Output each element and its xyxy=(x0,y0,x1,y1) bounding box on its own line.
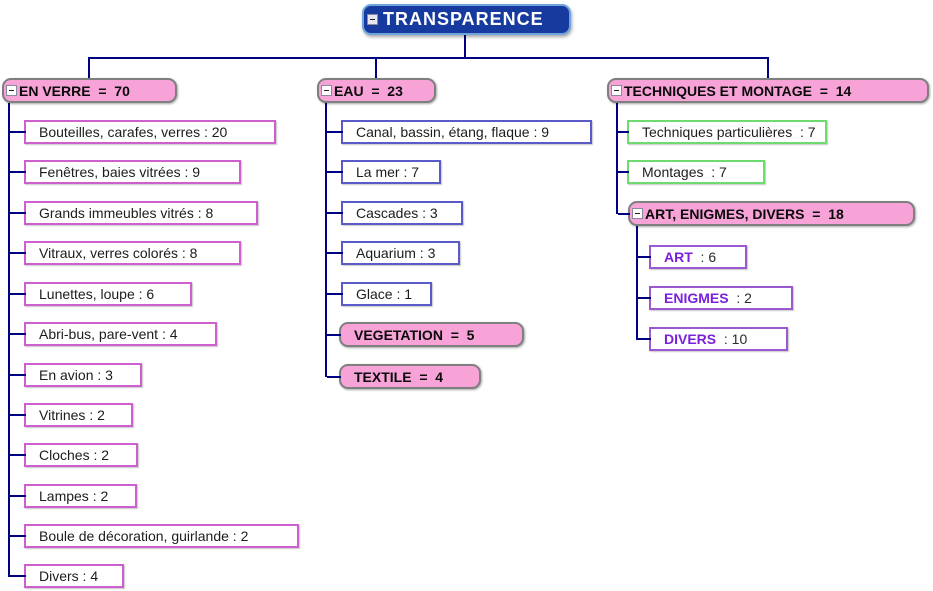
node-grands-immeubles-vitres[interactable]: Grands immeubles vitrés : 8 xyxy=(10,201,258,225)
node-lampes[interactable]: Lampes : 2 xyxy=(10,484,137,508)
node-art[interactable]: ART : 6 xyxy=(638,245,747,269)
leaf-label: Lunettes, loupe : 6 xyxy=(39,286,155,302)
node-bouteilles-carafes-verres[interactable]: Bouteilles, carafes, verres : 20 xyxy=(10,120,276,144)
leaf-value: : 10 xyxy=(716,331,748,347)
leaf-label: Techniques particulières : 7 xyxy=(642,124,816,140)
category-label: TECHNIQUES ET MONTAGE = 14 xyxy=(624,82,852,99)
leaf-label: DIVERS xyxy=(664,331,717,347)
category-label: ART, ENIGMES, DIVERS = 18 xyxy=(645,205,844,222)
leaf-label: Grands immeubles vitrés : 8 xyxy=(39,205,214,221)
node-lunettes-loupe[interactable]: Lunettes, loupe : 6 xyxy=(10,282,192,306)
node-techniques-particulieres[interactable]: Techniques particulières : 7 xyxy=(618,120,827,144)
collapse-minus-icon[interactable] xyxy=(611,85,622,96)
collapse-minus-icon[interactable] xyxy=(632,208,643,219)
connector-art-branch xyxy=(636,226,638,340)
leaf-label: Glace : 1 xyxy=(356,286,413,302)
leaf-label: Montages : 7 xyxy=(642,164,727,180)
root-label: TRANSPARENCE xyxy=(383,9,544,29)
leaf-label: Vitraux, verres colorés : 8 xyxy=(39,245,198,261)
node-divers-art[interactable]: DIVERS : 10 xyxy=(638,327,788,351)
node-abri-bus-pare-vent[interactable]: Abri-bus, pare-vent : 4 xyxy=(10,322,217,346)
node-boule-decoration-guirlande[interactable]: Boule de décoration, guirlande : 2 xyxy=(10,524,299,548)
node-enigmes[interactable]: ENIGMES : 2 xyxy=(638,286,793,310)
leaf-label: En avion : 3 xyxy=(39,367,113,383)
node-cloches[interactable]: Cloches : 2 xyxy=(10,443,138,467)
node-canal-bassin-etang-flaque[interactable]: Canal, bassin, étang, flaque : 9 xyxy=(327,120,592,144)
leaf-label: Lampes : 2 xyxy=(39,488,109,504)
connector-drop-verre xyxy=(88,57,90,78)
connector-top-horizontal xyxy=(88,57,769,59)
leaf-label: Fenêtres, baies vitrées : 9 xyxy=(39,164,201,180)
collapse-minus-icon[interactable] xyxy=(367,14,378,25)
node-fenetres-baies-vitrees[interactable]: Fenêtres, baies vitrées : 9 xyxy=(10,160,241,184)
category-label: VEGETATION = 5 xyxy=(354,326,475,343)
node-en-verre[interactable]: EN VERRE = 70 xyxy=(2,78,177,103)
category-label: TEXTILE = 4 xyxy=(354,368,444,385)
leaf-label: Vitrines : 2 xyxy=(39,407,105,423)
category-label: EAU = 23 xyxy=(334,82,403,99)
node-textile[interactable]: TEXTILE = 4 xyxy=(327,364,481,389)
connector-techniques-branch xyxy=(616,103,618,214)
node-montages[interactable]: Montages : 7 xyxy=(618,160,765,184)
leaf-label: Boule de décoration, guirlande : 2 xyxy=(39,528,249,544)
leaf-label: Divers : 4 xyxy=(39,568,99,584)
node-vitraux-verres-colores[interactable]: Vitraux, verres colorés : 8 xyxy=(10,241,241,265)
node-techniques-et-montage[interactable]: TECHNIQUES ET MONTAGE = 14 xyxy=(607,78,929,103)
leaf-label: Canal, bassin, étang, flaque : 9 xyxy=(356,124,550,140)
connector-verre-branch xyxy=(8,103,10,577)
node-vegetation[interactable]: VEGETATION = 5 xyxy=(327,322,524,347)
leaf-label: Abri-bus, pare-vent : 4 xyxy=(39,326,178,342)
collapse-minus-icon[interactable] xyxy=(321,85,332,96)
connector-eau-branch xyxy=(325,103,327,377)
connector-root-drop xyxy=(464,35,466,57)
connector-drop-eau xyxy=(375,57,377,78)
leaf-label: Cloches : 2 xyxy=(39,447,110,463)
node-en-avion[interactable]: En avion : 3 xyxy=(10,363,142,387)
node-aquarium[interactable]: Aquarium : 3 xyxy=(327,241,460,265)
leaf-label: ART xyxy=(664,249,693,265)
node-transparence[interactable]: TRANSPARENCE xyxy=(362,4,571,35)
leaf-label: ENIGMES xyxy=(664,290,729,306)
node-vitrines[interactable]: Vitrines : 2 xyxy=(10,403,133,427)
node-eau[interactable]: EAU = 23 xyxy=(317,78,436,103)
category-label: EN VERRE = 70 xyxy=(19,82,130,99)
leaf-label: Aquarium : 3 xyxy=(356,245,436,261)
leaf-label: La mer : 7 xyxy=(356,164,420,180)
leaf-label: Bouteilles, carafes, verres : 20 xyxy=(39,124,228,140)
collapse-minus-icon[interactable] xyxy=(6,85,17,96)
leaf-label: Cascades : 3 xyxy=(356,205,438,221)
node-art-enigmes-divers[interactable]: ART, ENIGMES, DIVERS = 18 xyxy=(618,201,915,226)
leaf-value: : 6 xyxy=(692,249,717,265)
connector-drop-techniques xyxy=(767,57,769,78)
node-cascades[interactable]: Cascades : 3 xyxy=(327,201,463,225)
node-la-mer[interactable]: La mer : 7 xyxy=(327,160,441,184)
node-divers-verre[interactable]: Divers : 4 xyxy=(10,564,124,588)
node-glace[interactable]: Glace : 1 xyxy=(327,282,432,306)
leaf-value: : 2 xyxy=(728,290,752,306)
